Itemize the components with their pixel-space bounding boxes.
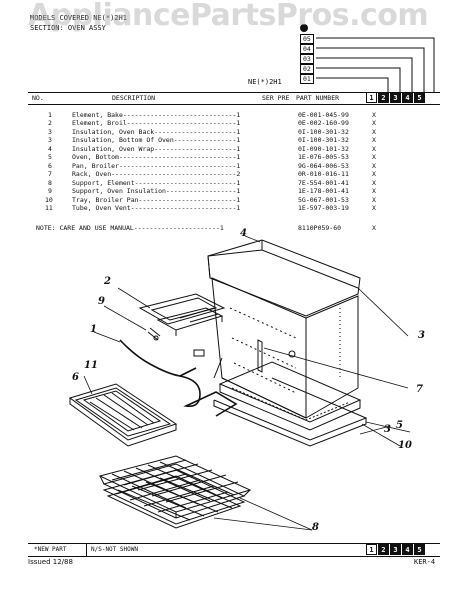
new-part-legend: *NEW PART — [34, 546, 67, 553]
version-box: 3 — [390, 544, 401, 555]
col-ser-pre: SER PRE — [262, 94, 290, 102]
section-title: SECTION: OVEN ASSY — [30, 24, 106, 32]
oven-vent-tube — [147, 327, 161, 341]
marker-dot — [300, 24, 308, 32]
note-row: NOTE: CARE AND USE MANUAL---------------… — [36, 224, 376, 232]
callout-3: 3 — [418, 330, 425, 341]
version-box: 4 — [402, 92, 413, 103]
col-no: NO. — [32, 94, 44, 102]
version-label: 05 — [300, 34, 314, 44]
callout-5: 5 — [396, 420, 403, 431]
bake-element — [119, 339, 238, 417]
callout-3b: 3 — [384, 424, 391, 435]
broil-element — [138, 293, 226, 336]
version-box: 5 — [414, 92, 425, 103]
version-label: 04 — [300, 44, 314, 54]
leader-lines — [83, 235, 411, 531]
oven-rack — [98, 455, 252, 529]
broiler-pan — [68, 383, 178, 447]
oven-body — [211, 277, 359, 419]
callout-6: 6 — [72, 372, 79, 383]
model-label: NE(*)2H1 — [248, 78, 282, 86]
version-ladder-lines — [316, 37, 435, 92]
col-part-number: PART NUMBER — [296, 94, 340, 102]
callout-10: 10 — [398, 440, 412, 451]
callout-7: 7 — [416, 384, 423, 395]
version-label: 01 — [300, 74, 314, 84]
not-shown-legend: N/S-NOT SHOWN — [86, 544, 138, 556]
version-box: 2 — [378, 92, 389, 103]
version-box: 4 — [402, 544, 413, 555]
table-header: NO. DESCRIPTION SER PRE PART NUMBER — [28, 92, 440, 105]
callout-8: 8 — [312, 522, 319, 533]
models-covered: MODELS COVERED NE(*)2H1 — [30, 14, 127, 22]
version-box: 1 — [366, 92, 377, 103]
version-box: 5 — [414, 544, 425, 555]
oven-wrap — [207, 239, 361, 317]
callout-1: 1 — [90, 324, 97, 335]
issued-date: Issued 12/88 — [28, 558, 73, 566]
version-label: 03 — [300, 54, 314, 64]
version-box: 2 — [378, 544, 389, 555]
footer-bar: *NEW PART N/S-NOT SHOWN — [28, 543, 440, 557]
version-box: 3 — [390, 92, 401, 103]
callout-11: 11 — [84, 360, 98, 371]
version-label: 02 — [300, 64, 314, 74]
callout-2: 2 — [104, 276, 111, 287]
callout-4: 4 — [240, 228, 247, 239]
callout-9: 9 — [98, 296, 105, 307]
exploded-diagram — [68, 235, 411, 531]
page-code: KER-4 — [414, 558, 436, 566]
oven-bottom — [213, 361, 368, 447]
version-box: 1 — [366, 544, 377, 555]
col-description: DESCRIPTION — [112, 94, 156, 102]
